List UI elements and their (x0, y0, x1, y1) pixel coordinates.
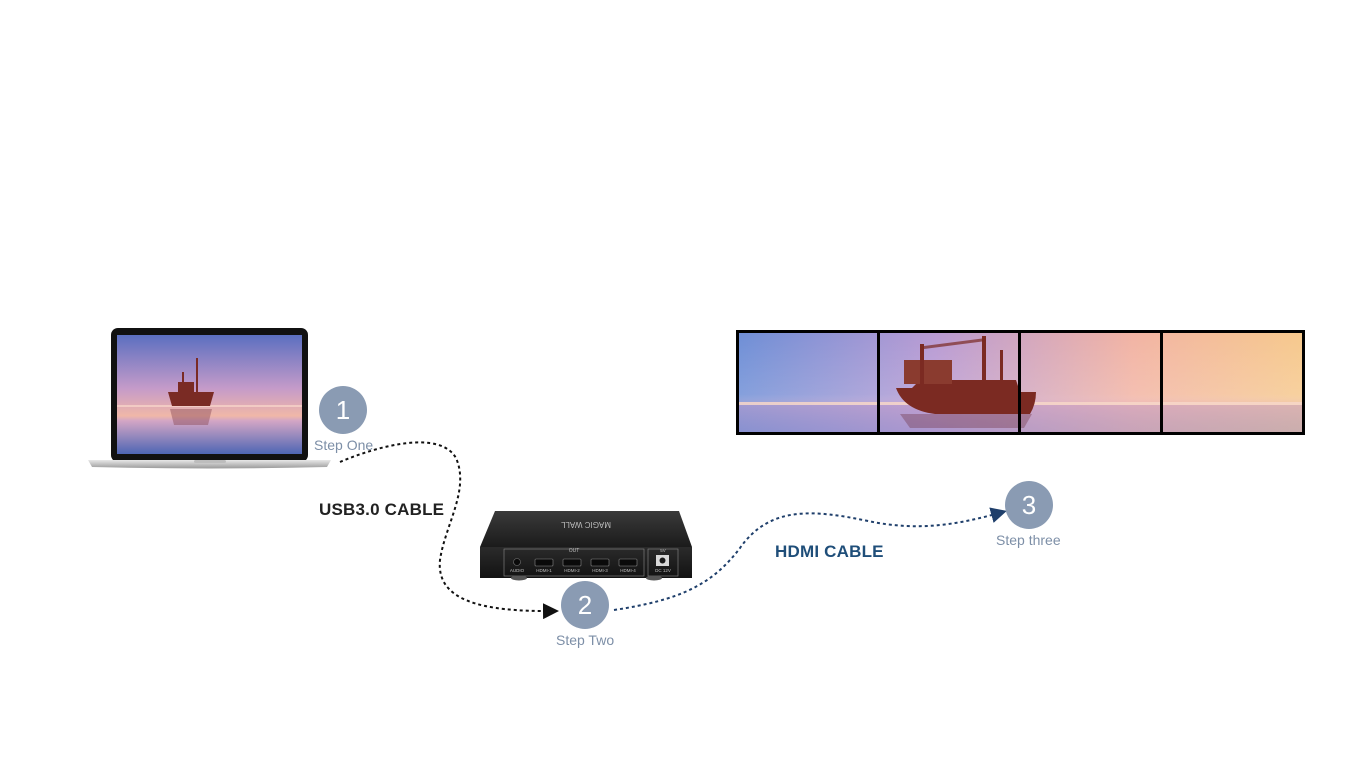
port-label-audio: AUDIO (510, 568, 525, 573)
usb-cable-label: USB3.0 CABLE (319, 500, 445, 519)
step-three-label: Step three (996, 532, 1061, 548)
step-one-label: Step One (314, 437, 374, 453)
step-three-circle: 3 (1005, 481, 1053, 529)
video-wall-icon (736, 330, 1305, 435)
port-label-hdmi-3: HDMI-3 (592, 568, 608, 573)
device-out-label: OUT (569, 548, 580, 554)
hdmi-cable-path (613, 507, 1007, 611)
power-top-label: 5V (660, 548, 666, 553)
step-one-circle: 1 (319, 386, 367, 434)
usb-cable-path (339, 441, 559, 620)
port-label-hdmi-4: HDMI-4 (620, 568, 636, 573)
step-two-circle: 2 (561, 581, 609, 629)
step-two-label: Step Two (556, 632, 615, 648)
port-label-hdmi-1: HDMI-1 (536, 568, 552, 573)
controller-box-icon: MAGIC WALL OUT AUDIO HDMI-1 HDMI-2 HDMI-… (480, 511, 692, 581)
laptop-icon (88, 328, 331, 469)
hdmi-cable-label: HDMI CABLE (775, 542, 884, 561)
power-label: DC 12V (655, 568, 671, 573)
port-label-hdmi-2: HDMI-2 (564, 568, 580, 573)
device-brand: MAGIC WALL (560, 520, 610, 529)
